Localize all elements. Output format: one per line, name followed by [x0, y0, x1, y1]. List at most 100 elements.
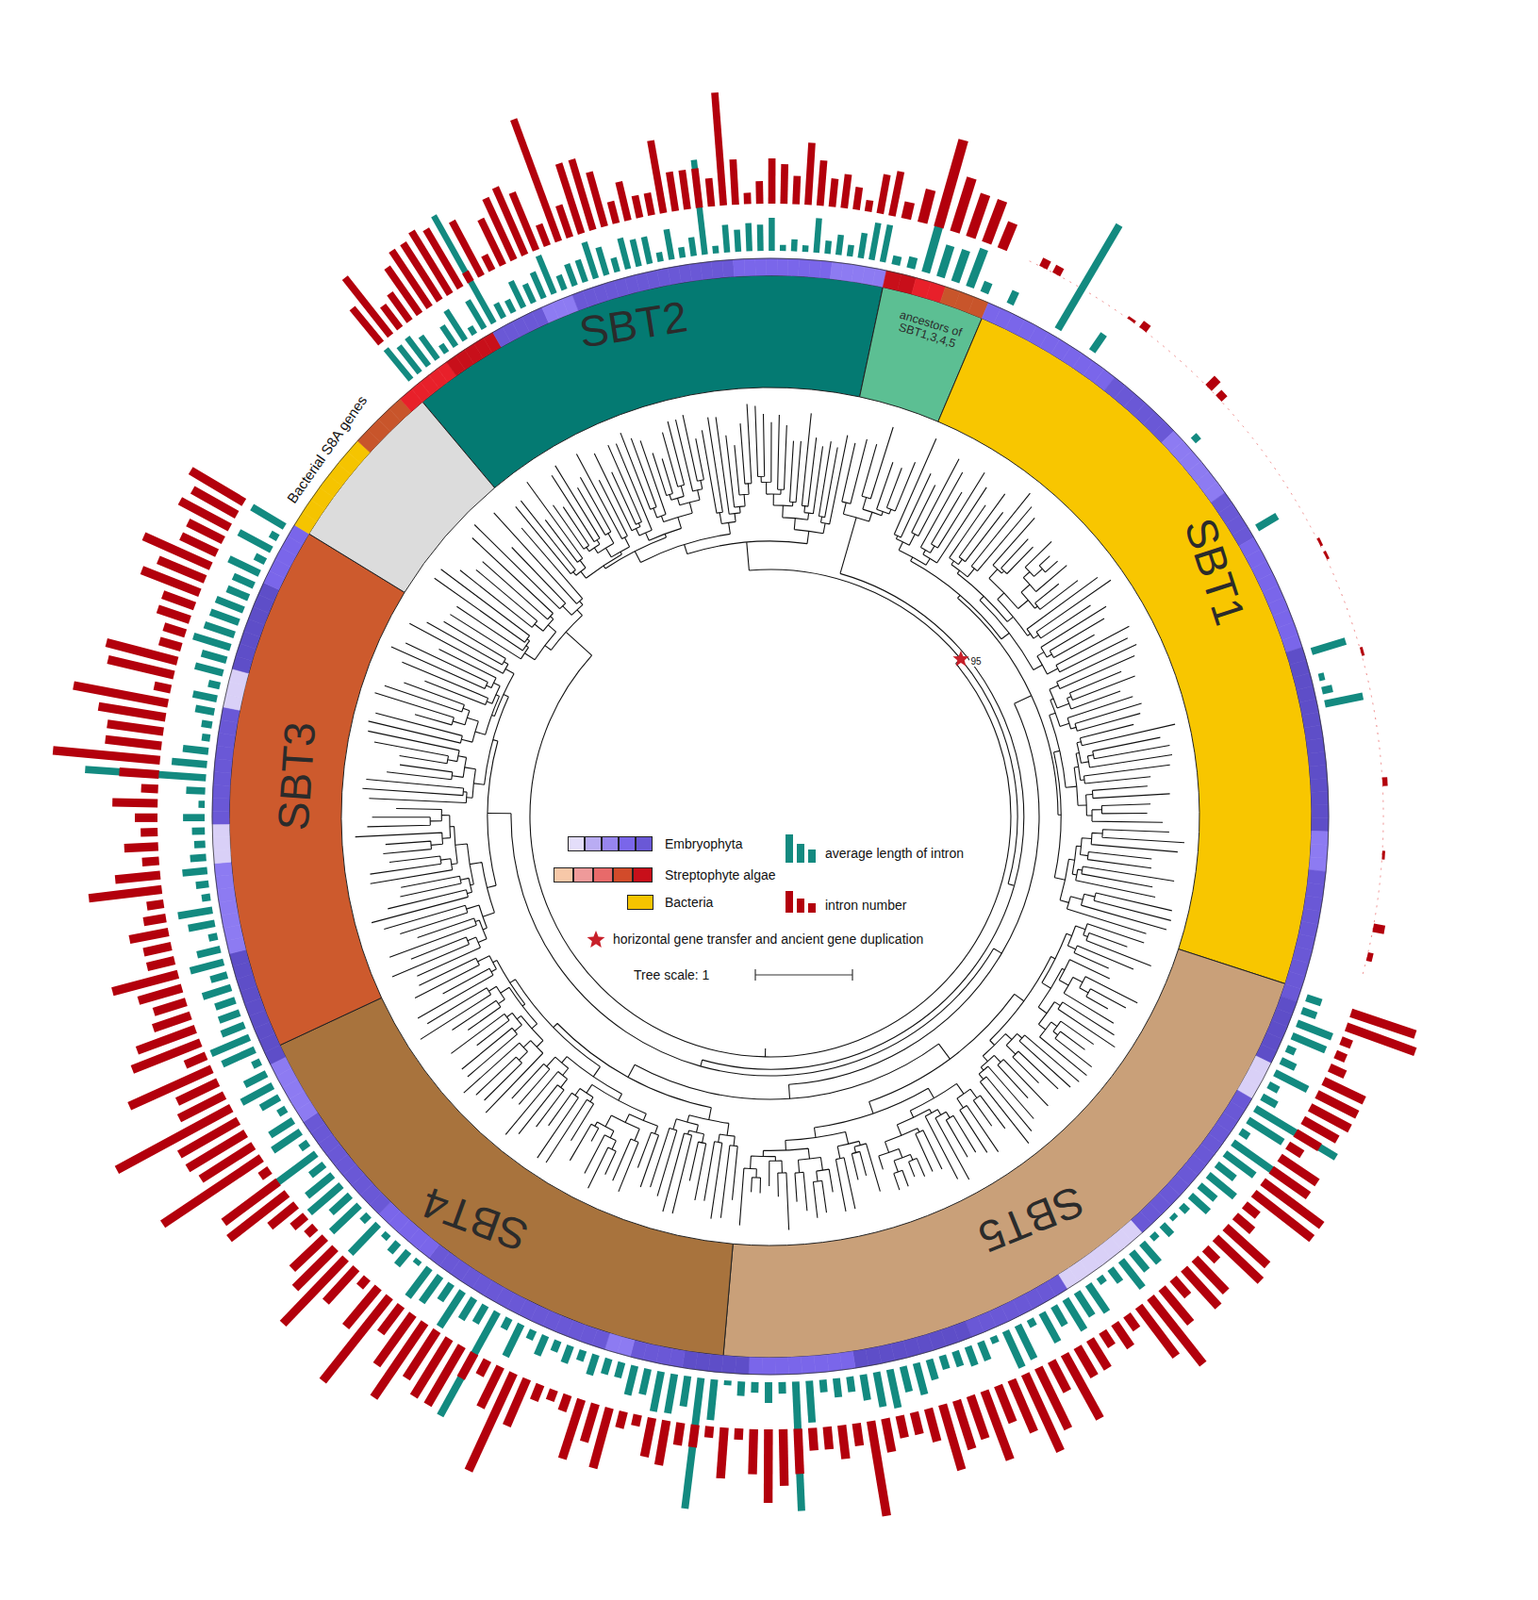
clade-label: ancestors of SBT1,3,4,5 [885, 306, 973, 355]
intron-length-bar [691, 237, 695, 257]
intron-length-bar [860, 232, 865, 258]
taxon-ring-cell [1307, 751, 1326, 767]
intron-number-bar [677, 1422, 681, 1446]
intron-length-bar [559, 275, 565, 290]
intron-length-bar [710, 1379, 714, 1421]
intron-length-bar [644, 236, 650, 265]
tree-branch [739, 1168, 757, 1226]
tree-branch [1058, 959, 1110, 986]
tree-branch [460, 569, 538, 628]
tree-branch [837, 1141, 860, 1158]
tree-branch [1102, 829, 1185, 844]
intron-length-bar [1058, 225, 1120, 330]
intron-number-bar [644, 1418, 652, 1457]
tree-branch [1036, 579, 1111, 639]
intron-length-bar [192, 826, 206, 835]
tree-branch [417, 968, 494, 1019]
tree-branch [546, 1057, 569, 1075]
intron-length-bar [970, 248, 985, 287]
tree-branch [843, 502, 873, 522]
intron-length-bar [190, 857, 207, 859]
intron-length-bar [270, 533, 279, 539]
tree-branch [821, 435, 848, 525]
intron-length-bar [1065, 1299, 1085, 1331]
tree-branch [401, 661, 488, 705]
intron-length-bar [182, 813, 205, 822]
intron-length-bar [496, 303, 504, 318]
intron-length-bar [202, 987, 232, 997]
intron-number-bar [1329, 1067, 1346, 1075]
tree-branch [1049, 712, 1077, 788]
tree-branch [720, 1145, 738, 1219]
legend-swatch [635, 836, 653, 852]
tree-branch [1069, 671, 1135, 700]
intron-number-bar [681, 169, 688, 210]
tree-branch [755, 406, 765, 478]
tree-branch [1079, 976, 1138, 1004]
intron-number-bar [141, 783, 159, 794]
intron-length-bar [193, 694, 217, 699]
tree-branch [1075, 869, 1156, 897]
tree-branch [958, 595, 1062, 815]
intron-number-bar [618, 181, 629, 221]
taxon-ring-cell [1304, 725, 1324, 742]
tree-branch [886, 462, 915, 512]
intron-number-bar [768, 158, 777, 204]
tree-branch [414, 958, 480, 998]
legend-swatch [785, 834, 817, 863]
intron-length-bar [537, 1336, 546, 1357]
intron-number-bar [856, 1423, 860, 1447]
intron-number-bar [589, 172, 605, 228]
tree-branch [945, 1115, 976, 1158]
tree-branch [878, 1149, 903, 1171]
intron-number-bar [376, 1314, 414, 1366]
tree-branch [1025, 541, 1052, 577]
tree-branch [1079, 724, 1175, 746]
intron-number-bar [153, 1002, 186, 1013]
taxon-ring-cell [212, 836, 231, 851]
intron-length-bar [84, 769, 206, 778]
tree-branch [835, 1157, 856, 1212]
intron-length-bar [1216, 1164, 1235, 1179]
tree-branch [645, 517, 682, 542]
intron-length-bar [178, 909, 213, 916]
intron-length-bar [186, 786, 206, 795]
intron-length-bar [310, 1164, 325, 1175]
legend-shade [612, 867, 633, 883]
intron-length-bar [777, 1382, 786, 1394]
tree-branch [909, 1158, 926, 1178]
intron-length-bar [563, 1345, 571, 1363]
intron-number-bar [143, 918, 166, 923]
taxon-ring-cell [708, 1355, 724, 1373]
intron-length-bar [1131, 1252, 1147, 1272]
intron-length-bar [916, 1363, 926, 1395]
intron-number-bar [634, 196, 640, 218]
tree-branch [1040, 1022, 1088, 1076]
intron-length-bar [1005, 1331, 1023, 1369]
scale-tick [754, 969, 756, 981]
legend-text: Bacteria [664, 894, 713, 910]
clade-band [938, 318, 1312, 985]
tree-branch [1076, 742, 1090, 764]
legend-bar [796, 898, 805, 913]
tree-branch [766, 481, 782, 495]
intron-number-bar [692, 1424, 695, 1448]
intron-number-bar [1288, 1145, 1303, 1156]
intron-number-bar [820, 160, 825, 206]
intron-number-bar [533, 1385, 541, 1402]
tree-branch [487, 813, 1002, 1077]
tree-branch [545, 1099, 595, 1163]
intron-number-bar [292, 1216, 306, 1228]
intron-number-bar [428, 1346, 463, 1406]
tree-branch [1084, 764, 1171, 784]
intron-number-bar [1102, 1331, 1112, 1346]
clade-band [280, 997, 734, 1357]
taxon-ring-cell [788, 1356, 803, 1375]
taxon-ring-cell [775, 1357, 789, 1375]
intron-length-bar [1076, 1291, 1092, 1316]
intron-number-bar [1372, 927, 1385, 930]
intron-number-bar [744, 193, 752, 205]
taxon-ring-cell [801, 1356, 816, 1374]
tree-branch [700, 517, 1025, 1070]
taxon-ring-cell [1310, 792, 1329, 807]
